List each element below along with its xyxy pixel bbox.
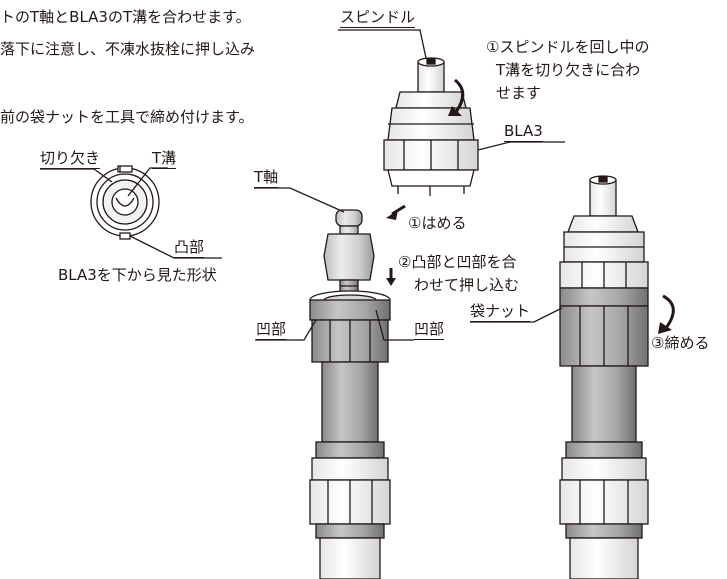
label-bag-nut: 袋ナット <box>470 302 531 322</box>
instruction-line-3: 前の袋ナットを工具で締め付けます。 <box>0 108 254 126</box>
label-spindle: スピンドル <box>340 8 416 28</box>
label-notch: 切り欠き <box>40 149 101 169</box>
instruction-line-2: 落下に注意し、不凍水抜栓に押し込み <box>0 40 256 58</box>
step2-line2: わせて押し込む <box>414 276 520 294</box>
label-t-groove: T溝 <box>152 149 177 169</box>
bla3-unit <box>383 57 479 196</box>
label-t-shaft: T軸 <box>254 168 279 188</box>
step2-line1: ②凸部と凹部を合 <box>398 253 517 271</box>
label-concave-right: 凹部 <box>414 320 445 340</box>
step1-fit: ①はめる <box>408 214 467 232</box>
step1-rotate-line1: ①スピンドルを回し中の <box>486 38 650 56</box>
bla3-bottom-view <box>90 165 160 240</box>
inset-caption: BLA3を下から見た形状 <box>58 266 217 284</box>
step1-rotate-line3: せます <box>496 84 542 102</box>
label-convex: 凸部 <box>174 238 205 258</box>
left-pipe-assembly <box>309 209 391 579</box>
right-pipe-assembly <box>559 175 649 579</box>
label-concave-left: 凹部 <box>256 320 287 340</box>
label-bla3: BLA3 <box>504 122 543 142</box>
step1-rotate-line2: T溝を切り欠きに合わ <box>496 61 641 79</box>
step3-tighten: ③締める <box>651 334 710 352</box>
instruction-line-1: トのT軸とBLA3のT溝を合わせます。 <box>0 8 251 26</box>
